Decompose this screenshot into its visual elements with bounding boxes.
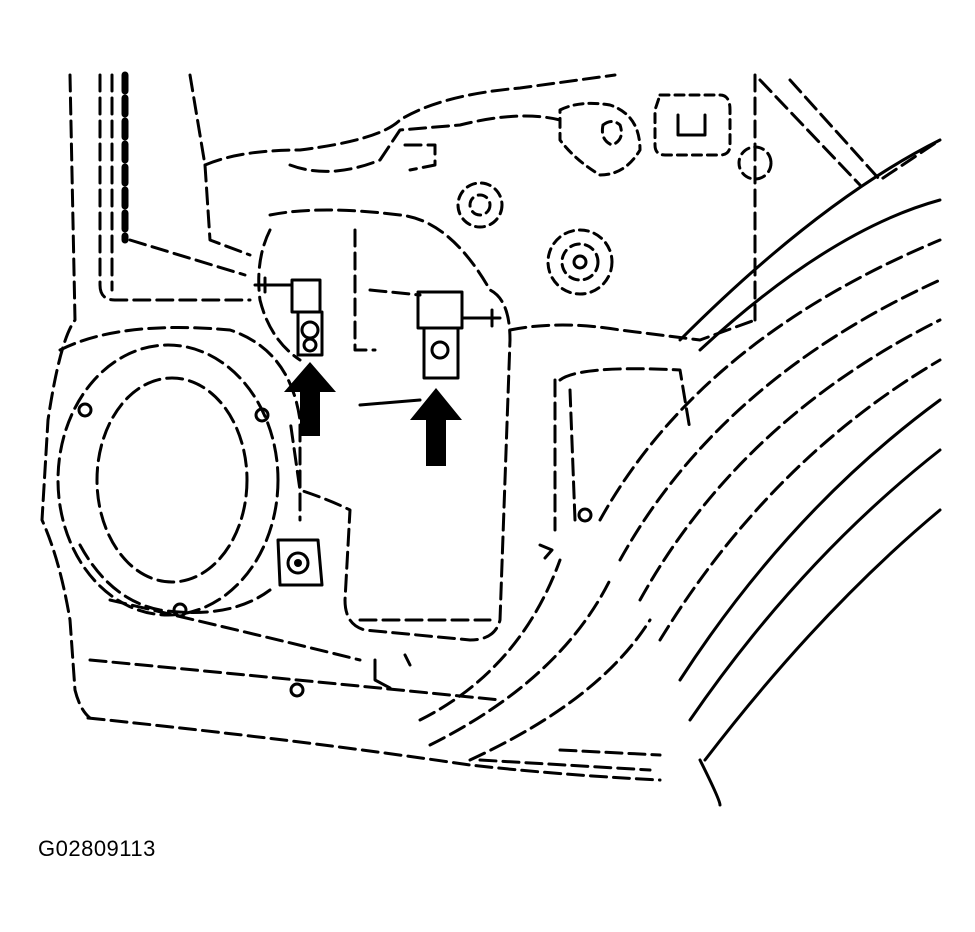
regulator-cutout (257, 208, 512, 642)
right-bolt-clip (358, 290, 502, 407)
left-bolt-clip (253, 276, 324, 357)
door-outer-frame (40, 71, 942, 782)
mounting-holes (77, 145, 773, 698)
nut-bracket (276, 538, 412, 690)
speaker-opening (56, 326, 302, 617)
upper-bracket (288, 93, 732, 177)
left-bolt-arrow (284, 362, 336, 436)
door-lower-frame (88, 138, 942, 807)
figure-code: G02809113 (38, 836, 156, 861)
right-bolt-arrow (410, 388, 462, 466)
